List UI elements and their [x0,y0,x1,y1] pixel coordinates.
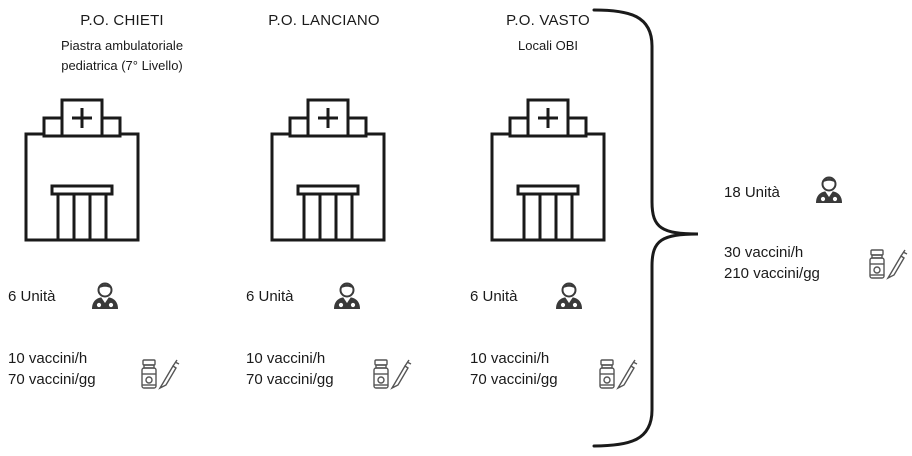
hospital-building-icon [24,98,140,242]
vaccine-rate: 10 vaccini/h 70 vaccini/gg [8,348,96,390]
site-chieti: P.O. CHIETI Piastra ambulatoriale pediat… [8,0,232,456]
vaccine-rate-day: 70 vaccini/gg [470,371,558,388]
vaccine-rate-hour: 10 vaccini/h [470,350,550,367]
staff-units: 6 Unità [470,288,518,305]
total-rate-day: 210 vaccini/gg [724,265,820,282]
health-worker-icon [332,280,362,315]
health-worker-icon [814,174,844,209]
vaccine-vial-syringe-icon [868,248,908,285]
vaccine-rate: 10 vaccini/h 70 vaccini/gg [470,348,558,390]
total-units: 18 Unità [724,184,780,201]
site-title: P.O. CHIETI [80,12,164,29]
hospital-building-icon [490,98,606,242]
site-title: P.O. VASTO [506,12,590,29]
staff-units: 6 Unità [246,288,294,305]
site-subtitle-line: Locali OBI [518,38,578,53]
site-subtitle-line: Piastra ambulatoriale [60,38,184,53]
vaccine-rate: 10 vaccini/h 70 vaccini/gg [246,348,334,390]
vaccine-rate-hour: 10 vaccini/h [246,350,326,367]
vaccine-rate-day: 70 vaccini/gg [8,371,96,388]
site-vasto: P.O. VASTO Locali OBI 6 Unità 10 vaccini… [438,0,658,456]
total-rate-hour: 30 vaccini/h [724,244,804,261]
total-brace [592,8,699,448]
vaccine-rate-hour: 10 vaccini/h [8,350,88,367]
vaccine-vial-syringe-icon [598,358,638,395]
site-subtitle-line: pediatrica (7° Livello) [61,58,183,73]
site-lanciano: P.O. LANCIANO 6 Unità 10 vaccini/h 70 va… [214,0,434,456]
site-title: P.O. LANCIANO [268,12,380,29]
health-worker-icon [90,280,120,315]
site-subtitle: Locali OBI [438,36,658,56]
site-subtitle: Piastra ambulatoriale pediatrica (7° Liv… [12,36,232,76]
health-worker-icon [554,280,584,315]
vaccine-rate-day: 70 vaccini/gg [246,371,334,388]
vaccine-vial-syringe-icon [140,358,180,395]
total-vaccine-rate: 30 vaccini/h 210 vaccini/gg [724,242,820,284]
vaccine-vial-syringe-icon [372,358,412,395]
staff-units: 6 Unità [8,288,56,305]
hospital-building-icon [270,98,386,242]
